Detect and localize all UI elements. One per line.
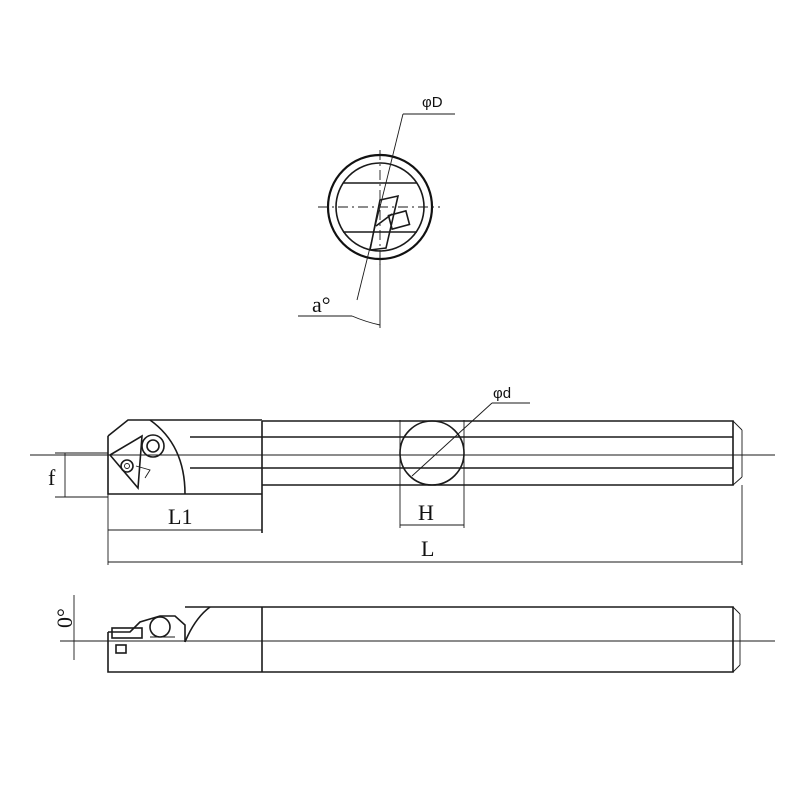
dia-D-leader-inclined <box>356 113 404 301</box>
side-insert-profile <box>108 615 186 642</box>
side-head-outline <box>107 632 262 673</box>
section-circle-d <box>399 420 465 486</box>
dia-D-label: φD <box>422 94 443 111</box>
side-head-curve <box>184 606 211 643</box>
side-clamp-screw <box>149 616 171 638</box>
angle-a-label: a° <box>312 292 331 317</box>
L1-label: L1 <box>168 504 192 529</box>
f-label: f <box>48 465 56 490</box>
end-view-insert-clamp <box>387 209 411 231</box>
end-view <box>298 113 455 328</box>
angle-a-arc <box>351 315 381 326</box>
zero-deg-label: 0° <box>52 608 77 628</box>
side-view <box>60 595 775 673</box>
shank-end-chamfer-top <box>732 420 743 431</box>
shank-outline <box>262 420 734 486</box>
insert-screw-center <box>124 463 130 469</box>
side-insert-seat <box>115 644 127 654</box>
head-curved-relief <box>149 419 186 495</box>
end-view-insert <box>368 194 400 251</box>
insert-triangle <box>108 434 143 491</box>
head-top-edge <box>107 419 262 437</box>
end-view-insert-edge <box>375 213 393 227</box>
H-label: H <box>418 500 434 525</box>
dia-d-label: φd <box>493 385 511 402</box>
insert-screw-icon <box>120 459 134 473</box>
clamp-screw-inner <box>146 439 160 453</box>
insert-clamp-detail <box>135 465 151 479</box>
dia-d-leader-inclined <box>411 402 493 477</box>
clamp-screw-outer <box>141 434 165 458</box>
side-end-chamfer-top <box>732 606 741 615</box>
top-view <box>30 402 775 565</box>
L-label: L <box>421 536 434 561</box>
side-shank-outline <box>185 606 734 673</box>
side-insert <box>111 627 143 639</box>
side-end-chamfer-bottom <box>732 664 741 673</box>
shank-end-chamfer-bottom <box>732 476 743 486</box>
